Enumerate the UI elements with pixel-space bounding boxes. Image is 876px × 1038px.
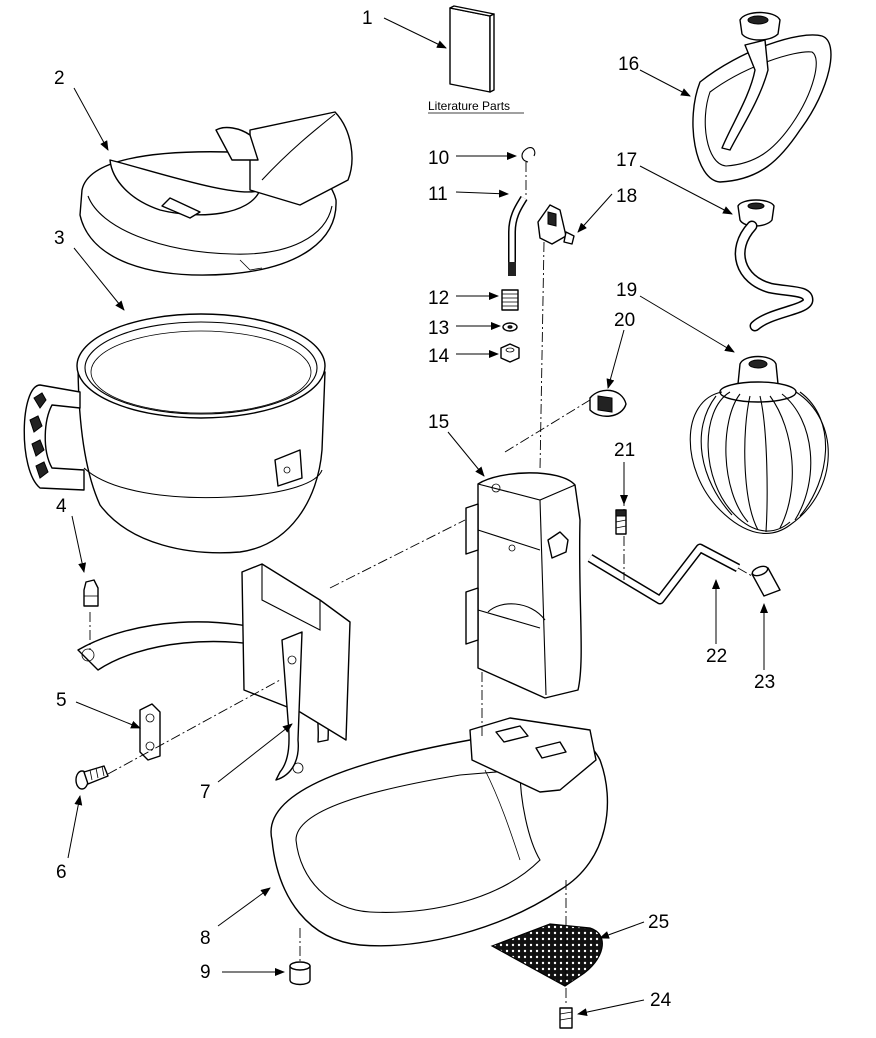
callout-9: 9 xyxy=(200,962,211,983)
part-dough-hook xyxy=(734,199,814,332)
part-foot xyxy=(289,961,311,986)
callout-24: 24 xyxy=(650,990,672,1011)
part-screw-24 xyxy=(559,1007,573,1029)
callout-13: 13 xyxy=(428,318,449,339)
part-clip xyxy=(521,147,536,163)
part-knob xyxy=(589,389,627,417)
callout-23: 23 xyxy=(754,672,775,693)
part-wire-whip xyxy=(689,355,829,534)
part-screw-6 xyxy=(75,765,109,790)
part-spring xyxy=(501,289,519,311)
callout-2: 2 xyxy=(54,68,65,89)
callout-18: 18 xyxy=(616,186,637,207)
part-literature: Literature Parts xyxy=(428,5,524,114)
part-crank xyxy=(587,543,741,605)
part-bowl xyxy=(23,313,326,554)
callout-labels: 1 2 3 4 5 6 7 8 9 10 11 12 13 14 15 16 1… xyxy=(54,8,775,1011)
callout-5: 5 xyxy=(56,690,67,711)
callout-16: 16 xyxy=(618,54,639,75)
part-bowl-support xyxy=(77,563,351,781)
callout-4: 4 xyxy=(56,496,67,517)
callout-10: 10 xyxy=(428,148,449,169)
callout-11: 11 xyxy=(428,184,448,205)
callout-12: 12 xyxy=(428,288,449,309)
part-flat-beater xyxy=(692,11,832,183)
callout-15: 15 xyxy=(428,412,449,433)
callout-7: 7 xyxy=(200,782,211,803)
literature-parts-label: Literature Parts xyxy=(428,99,510,113)
part-plate xyxy=(139,703,161,761)
callout-22: 22 xyxy=(706,646,727,667)
part-nut xyxy=(500,343,520,363)
callout-14: 14 xyxy=(428,346,450,367)
part-base xyxy=(270,717,609,947)
callout-3: 3 xyxy=(54,228,65,249)
part-mesh-pad xyxy=(490,923,603,987)
part-pouring-shield xyxy=(79,111,353,276)
part-pin xyxy=(83,579,99,607)
part-rod xyxy=(508,195,528,276)
part-latch xyxy=(537,204,575,245)
callout-19: 19 xyxy=(616,280,637,301)
leader-arrows xyxy=(67,17,768,1017)
callout-21: 21 xyxy=(614,440,635,461)
part-bolt xyxy=(615,509,627,535)
callout-1: 1 xyxy=(362,8,373,29)
part-cap xyxy=(751,565,781,597)
callout-8: 8 xyxy=(200,928,211,949)
part-column xyxy=(465,472,582,699)
callout-6: 6 xyxy=(56,862,67,883)
callout-17: 17 xyxy=(616,150,637,171)
part-washer xyxy=(502,322,518,332)
callout-25: 25 xyxy=(648,912,669,933)
callout-20: 20 xyxy=(614,310,635,331)
